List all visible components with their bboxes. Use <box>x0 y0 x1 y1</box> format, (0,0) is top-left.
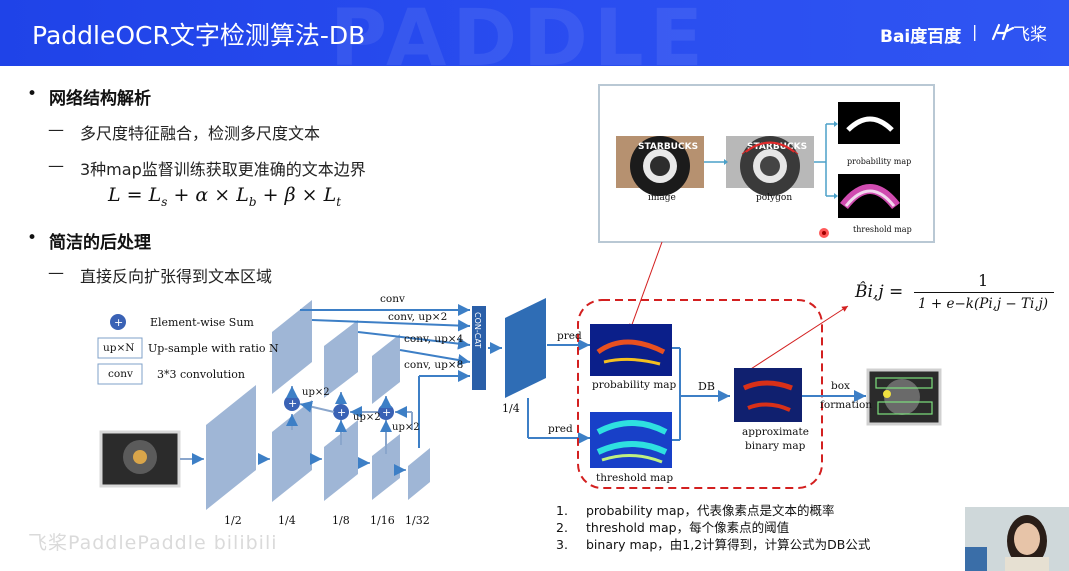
scale-1-8: 1/8 <box>332 514 350 527</box>
scale-1-16: 1/16 <box>370 514 395 527</box>
label-box: box <box>831 380 850 392</box>
label-generation-figure: STARBUCKS STARBUCKS image polygon probab… <box>598 84 935 243</box>
legend-sum-label: Element-wise Sum <box>150 316 254 329</box>
block-1-32 <box>408 448 430 500</box>
bullet-dot-2: • <box>27 228 38 248</box>
bottom-watermark: 飞桨PaddlePaddle bilibili <box>28 532 278 554</box>
label-thresh-map-small: threshold map <box>853 225 912 234</box>
svg-text:+: + <box>288 397 297 410</box>
paddle-brand-text: 飞桨 <box>1013 25 1047 45</box>
svg-text:+: + <box>337 406 346 419</box>
label-up2-a: up×2 <box>302 387 330 398</box>
db-formula-lhs: B̂i,j = <box>855 282 904 302</box>
scale-out-1-4: 1/4 <box>502 402 520 415</box>
label-pred-top: pred <box>557 330 582 342</box>
legend-up-box <box>97 337 143 359</box>
dash-2: — <box>48 156 64 175</box>
db-formula-numerator: 1 <box>978 271 989 290</box>
note-item: 3.binary map，由1,2计算得到，计算公式为DB公式 <box>556 537 871 552</box>
bullet-dot-1: • <box>27 84 38 104</box>
block-1-4 <box>272 400 312 502</box>
baidu-logo-text: Bai度百度 <box>880 27 962 47</box>
label-approximate: approximate <box>742 426 809 438</box>
loss-formula: L = Ls + α × Lb + β × Lt <box>108 184 342 209</box>
post-process-region <box>577 299 823 489</box>
label-conv-up2: conv, up×2 <box>388 311 448 323</box>
legend-conv-label: 3*3 convolution <box>157 368 245 381</box>
svg-text:+: + <box>382 406 391 419</box>
label-pred-bottom: pred <box>548 423 573 435</box>
header-watermark: PADDLE <box>330 0 709 66</box>
legend-up-label: Up-sample with ratio N <box>148 342 279 355</box>
sum-node-2 <box>333 404 349 420</box>
baidu-logo: Bai度百度 <box>880 22 961 47</box>
note-item: 1.probability map，代表像素点是文本的概率 <box>556 503 835 518</box>
fused-feature-block <box>505 298 546 398</box>
block-1-16 <box>372 434 400 500</box>
label-conv: conv <box>380 293 405 305</box>
label-conv-up4: conv, up×4 <box>404 333 464 345</box>
sum-node-3 <box>378 404 394 420</box>
block-1-8 <box>324 420 358 501</box>
label-up2-b: up×2 <box>353 412 381 423</box>
block-1-2 <box>206 385 256 510</box>
label-up2-c: up×2 <box>392 422 420 433</box>
legend-conv-box <box>97 363 143 385</box>
label-formation: formation <box>820 399 873 411</box>
label-image: image <box>648 193 676 203</box>
sub-expand: 直接反向扩张得到文本区域 <box>80 267 273 286</box>
paddle-brand: 飞桨 <box>985 20 1047 45</box>
label-db: DB <box>698 380 715 393</box>
dash-3: — <box>48 263 64 282</box>
fpn-block-2 <box>324 320 358 398</box>
header-bar: PADDLE PaddleOCR文字检测算法-DB Bai度百度 | 飞桨 <box>0 0 1069 66</box>
scale-1-4: 1/4 <box>278 514 296 527</box>
label-figure-svg: STARBUCKS STARBUCKS <box>616 102 900 238</box>
header-separator: | <box>972 22 978 41</box>
scale-1-32: 1/32 <box>405 514 430 527</box>
prob-map-thumb <box>838 102 900 144</box>
bullet-network-structure: 网络结构解析 <box>49 89 151 109</box>
sub-multiscale: 多尺度特征融合，检测多尺度文本 <box>80 124 321 143</box>
dash-1: — <box>48 120 64 139</box>
page-title: PaddleOCR文字检测算法-DB <box>32 21 366 50</box>
legend-sum-icon <box>110 314 126 330</box>
label-concat: CON-CAT <box>473 312 482 349</box>
svg-text:STARBUCKS: STARBUCKS <box>638 142 698 152</box>
notes-list: 1.probability map，代表像素点是文本的概率 2.threshol… <box>556 502 870 553</box>
sub-three-maps: 3种map监督训练获取更准确的文本边界 <box>80 160 366 179</box>
fpn-block-3 <box>372 334 400 404</box>
svg-text:STARBUCKS: STARBUCKS <box>747 142 807 152</box>
scale-1-2: 1/2 <box>224 514 242 527</box>
presenter-image <box>965 507 1069 571</box>
svg-text:+: + <box>114 316 123 329</box>
sum-node-1 <box>284 395 300 411</box>
db-formula-fraction-bar <box>914 292 1054 293</box>
db-formula-denominator: 1 + e−k(Pi,j − Ti,j) <box>918 296 1049 312</box>
label-conv-up8: conv, up×8 <box>404 359 464 371</box>
legend-up-box-text: up×N <box>103 342 135 354</box>
note-item: 2.threshold map，每个像素点的阈值 <box>556 520 790 535</box>
paddle-logo-icon <box>991 23 1015 41</box>
bullet-postprocess: 简洁的后处理 <box>49 233 151 253</box>
label-polygon: polygon <box>756 193 793 203</box>
fpn-block-1 <box>272 300 312 394</box>
label-binary-map: binary map <box>745 440 806 452</box>
concat-block <box>472 306 486 390</box>
approx-binary-map-image <box>734 368 802 422</box>
legend-conv-box-text: conv <box>108 368 133 380</box>
webcam-overlay <box>965 507 1069 571</box>
label-threshold-map: threshold map <box>596 472 674 484</box>
label-probability-map: probability map <box>592 379 677 391</box>
label-prob-map-small: probability map <box>847 157 912 166</box>
